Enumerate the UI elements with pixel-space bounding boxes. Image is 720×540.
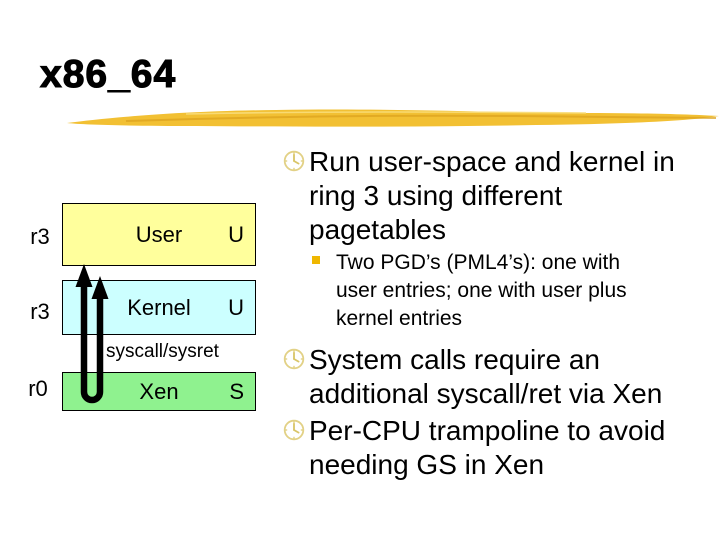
title-underline-swoosh bbox=[67, 109, 719, 127]
slide-title: x86_64 bbox=[39, 52, 177, 96]
swoosh-light-streak bbox=[185, 111, 587, 115]
sub-bullet-two-pgds: Two PGD’s (PML4’s): one with user entrie… bbox=[312, 249, 704, 333]
syscall-arrowhead-left bbox=[75, 264, 93, 287]
syscall-arrowhead-right bbox=[91, 276, 109, 299]
user-privilege-letter: U bbox=[228, 221, 244, 247]
bullet-text: Per-CPU trampoline to avoid needing GS i… bbox=[309, 415, 666, 480]
bullet-text: Run user-space and kernel in ring 3 usin… bbox=[309, 146, 675, 245]
bullet-system-calls: System calls require an additional sysca… bbox=[283, 343, 717, 411]
syscall-sysret-label: syscall/sysret bbox=[106, 341, 219, 362]
user-box-label: User bbox=[135, 221, 183, 247]
kernel-box: Kernel U bbox=[62, 280, 256, 335]
clock-bullet-icon bbox=[283, 419, 305, 441]
square-bullet-icon bbox=[312, 256, 320, 264]
ring-label-kernel: r3 bbox=[30, 299, 50, 324]
kernel-box-label: Kernel bbox=[127, 294, 191, 320]
xen-box: Xen S bbox=[62, 372, 256, 411]
clock-bullet-icon bbox=[283, 348, 305, 370]
ring-label-user: r3 bbox=[30, 224, 50, 249]
xen-box-label: Xen bbox=[139, 378, 179, 404]
xen-privilege-letter: S bbox=[229, 378, 244, 404]
bullet-run-userspace: Run user-space and kernel in ring 3 usin… bbox=[283, 145, 717, 247]
ring-label-xen: r0 bbox=[28, 376, 48, 401]
swoosh-dark-streak bbox=[125, 114, 717, 122]
syscall-arrow-path bbox=[80, 280, 104, 404]
clock-bullet-icon bbox=[283, 150, 305, 172]
user-box: User U bbox=[62, 203, 256, 266]
sub-bullet-text: Two PGD’s (PML4’s): one with user entrie… bbox=[336, 251, 627, 330]
bullet-per-cpu-trampoline: Per-CPU trampoline to avoid needing GS i… bbox=[283, 414, 717, 482]
bullet-text: System calls require an additional sysca… bbox=[309, 344, 663, 409]
kernel-privilege-letter: U bbox=[228, 294, 244, 320]
